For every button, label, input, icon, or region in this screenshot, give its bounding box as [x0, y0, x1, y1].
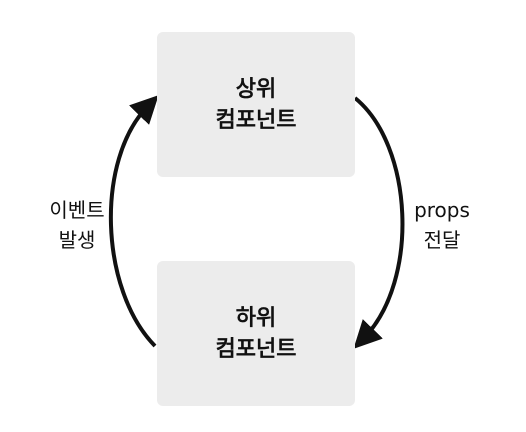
props-edge-label: props 전달: [392, 195, 492, 255]
parent-component-label-line1: 상위: [235, 76, 277, 102]
event-edge-label-line2: 발생: [58, 228, 96, 252]
props-edge-label-line1: props: [414, 198, 470, 222]
child-component-label-line1: 하위: [235, 305, 277, 331]
event-edge-label: 이벤트 발생: [27, 195, 127, 255]
event-edge-label-line1: 이벤트: [49, 198, 105, 222]
props-arrow: [353, 96, 405, 349]
parent-component-box: 상위 컴포넌트: [157, 32, 355, 177]
parent-component-label-line2: 컴포넌트: [215, 107, 297, 133]
props-edge-label-line2: 전달: [423, 228, 461, 252]
child-component-box: 하위 컴포넌트: [157, 261, 355, 406]
event-arrow: [108, 95, 159, 348]
child-component-label-line2: 컴포넌트: [215, 336, 297, 362]
